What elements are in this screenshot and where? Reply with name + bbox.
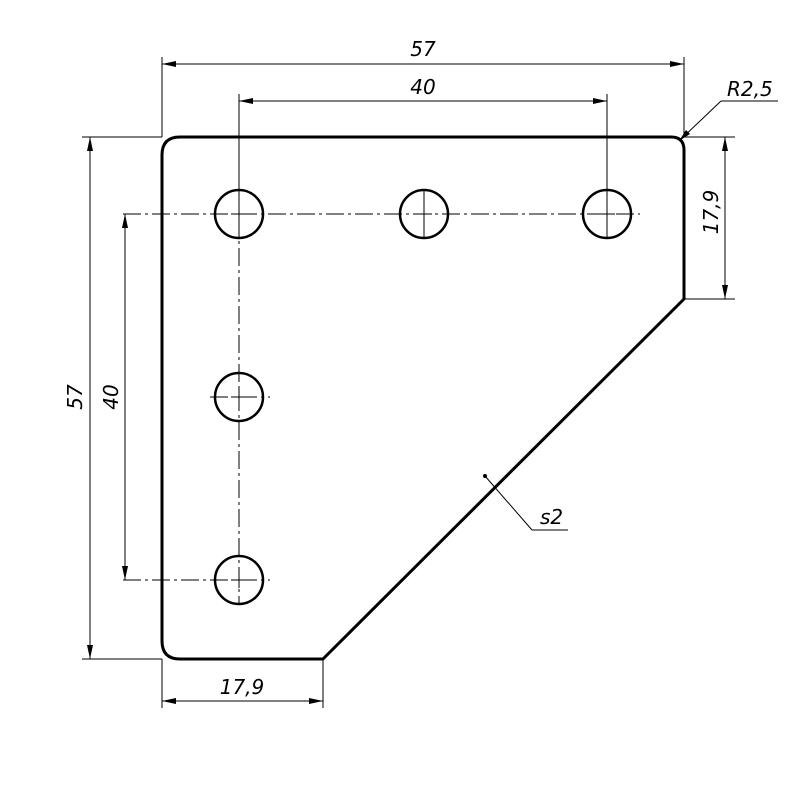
- dim-label-thickness: s2: [540, 505, 563, 529]
- hole-top-middle: [398, 188, 450, 240]
- dim-right-edge-height: 17,9: [684, 136, 735, 300]
- dim-corner-radius: R2,5: [678, 77, 778, 142]
- dim-label-corner-radius: R2,5: [727, 77, 773, 101]
- plate-outline: [160, 135, 686, 661]
- dim-label-hole-span-horizontal: 40: [410, 75, 435, 99]
- dim-overall-width: 57: [161, 37, 685, 137]
- dim-label-right-edge-height: 17,9: [699, 190, 723, 235]
- hole-middle-left: [213, 371, 265, 423]
- dim-label-bottom-edge-width: 17,9: [220, 675, 265, 699]
- dim-label-hole-span-vertical: 40: [99, 384, 123, 409]
- dim-hole-span-horizontal: 40: [238, 75, 608, 190]
- dim-hole-span-vertical: 40: [99, 214, 128, 580]
- dim-bottom-edge-width: 17,9: [161, 659, 324, 708]
- dim-label-overall-height: 57: [63, 384, 87, 410]
- hole-bottom-left: [213, 554, 265, 606]
- dim-thickness: s2: [483, 474, 568, 531]
- dim-label-overall-width: 57: [410, 37, 436, 61]
- dim-overall-height: 57: [63, 136, 162, 660]
